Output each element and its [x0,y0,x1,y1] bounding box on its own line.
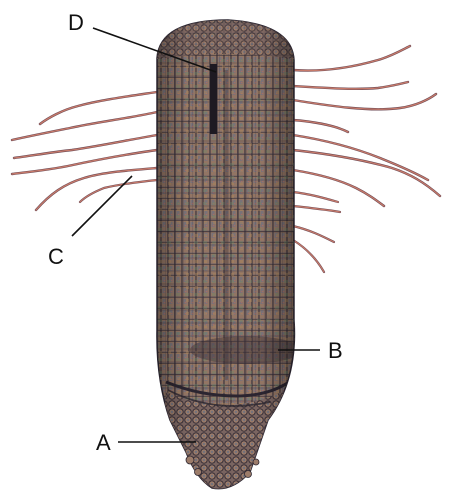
root-hairs-left [12,92,157,210]
label-b: B [328,338,343,363]
vascular-strand [210,64,217,134]
root-hairs-right [293,46,440,272]
label-a: A [96,430,111,455]
label-d: D [68,10,84,35]
label-c: C [48,244,64,269]
leader-c [72,176,132,236]
root-body [150,15,302,492]
